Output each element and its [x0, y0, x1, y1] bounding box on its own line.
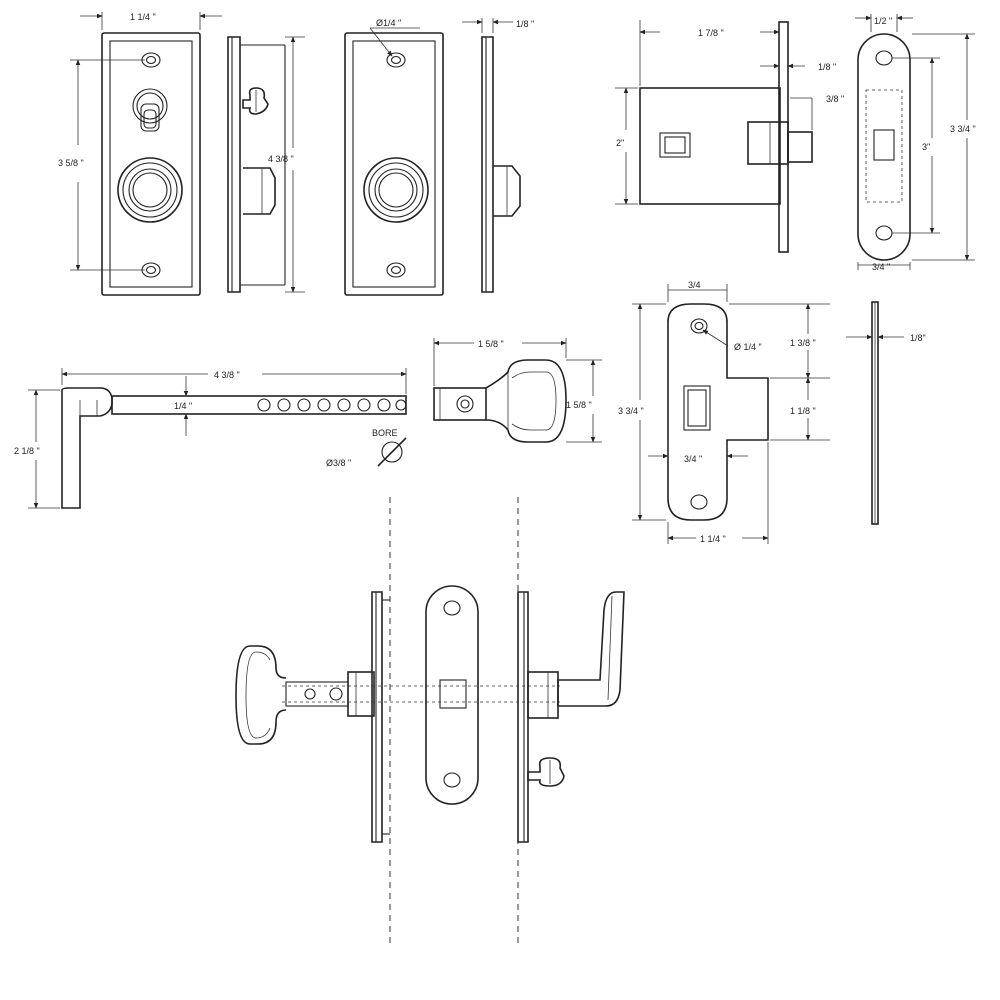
- exploded-assembly-view: [235, 497, 625, 945]
- mortise-lock-body-view: 1 7/8 " 1/8 " 3/8 " 2": [615, 20, 844, 253]
- latch-projection-label: 3/8 ": [826, 94, 844, 104]
- lever-height-label: 2 1/8 ": [14, 446, 40, 456]
- escutcheon-plate-front-view: 1 1/4 " 3 5/8 ": [58, 12, 222, 296]
- escutcheon-hole-spacing-label: 3 5/8 ": [58, 158, 84, 168]
- knob-length-label: 1 5/8 ": [478, 339, 504, 349]
- faceplate-hole-spacing-label: 3": [922, 142, 930, 152]
- faceplate-height-label: 3 3/4 ": [950, 124, 976, 134]
- faceplate-width-label: 3/4 ": [872, 262, 890, 272]
- mortise-height-label: 2": [616, 138, 624, 148]
- strike-top-width-label: 3/4: [688, 280, 701, 290]
- strike-upper-height-label: 1 3/8 ": [790, 338, 816, 348]
- mortise-depth-label: 1 7/8 ": [698, 28, 724, 38]
- spindle-square-label: 1/4 ": [174, 401, 192, 411]
- knob-diameter-label: 1 5/8 ": [566, 400, 592, 410]
- escutcheon-hole-diameter-label: Ø1/4 ": [376, 18, 401, 28]
- spindle-holes: [257, 398, 407, 412]
- mortise-faceplate-view: 1/2 " 3" 3 3/4 " 3/4 ": [855, 14, 976, 272]
- escutcheon-plate-back-view: Ø1/4 ": [344, 18, 444, 296]
- strike-lower-height-label: 1 1/8 ": [790, 406, 816, 416]
- back-plate-thickness-label: 1/8 ": [516, 19, 534, 29]
- bore-label: BORE: [372, 428, 398, 438]
- escutcheon-height-label: 4 3/8 ": [268, 154, 294, 164]
- escutcheon-plate-side-view: 4 3/8 ": [227, 36, 305, 293]
- knob-side-view: 1 5/8 " 1 5/8 ": [433, 338, 602, 443]
- strike-width-label: 1 1/4 ": [700, 534, 726, 544]
- escutcheon-width-label: 1 1/4 ": [130, 12, 156, 22]
- lever-and-spindle-view: 4 3/8 " 1/4 " 2 1/8 " BORE Ø3/8 ": [14, 368, 407, 509]
- strike-thickness-label: 1/8": [910, 333, 926, 343]
- strike-plate-side-view: 1/8": [846, 301, 926, 525]
- strike-plate-view: 3/4 Ø 1/4 " 1 3/8 " 1 1/8 " 3 3/4 " 3/4 …: [618, 280, 830, 544]
- bore-diameter-label: Ø3/8 ": [326, 458, 351, 468]
- faceplate-thickness-label: 1/8 ": [818, 62, 836, 72]
- spindle-length-label: 4 3/8 ": [214, 370, 240, 380]
- strike-overall-height-label: 3 3/4 ": [618, 406, 644, 416]
- strike-offset-label: 3/4 ": [684, 454, 702, 464]
- back-plate-side-view: 1/8 ": [462, 18, 534, 293]
- faceplate-top-label: 1/2 ": [874, 16, 892, 26]
- strike-hole-diameter-label: Ø 1/4 ": [734, 342, 762, 352]
